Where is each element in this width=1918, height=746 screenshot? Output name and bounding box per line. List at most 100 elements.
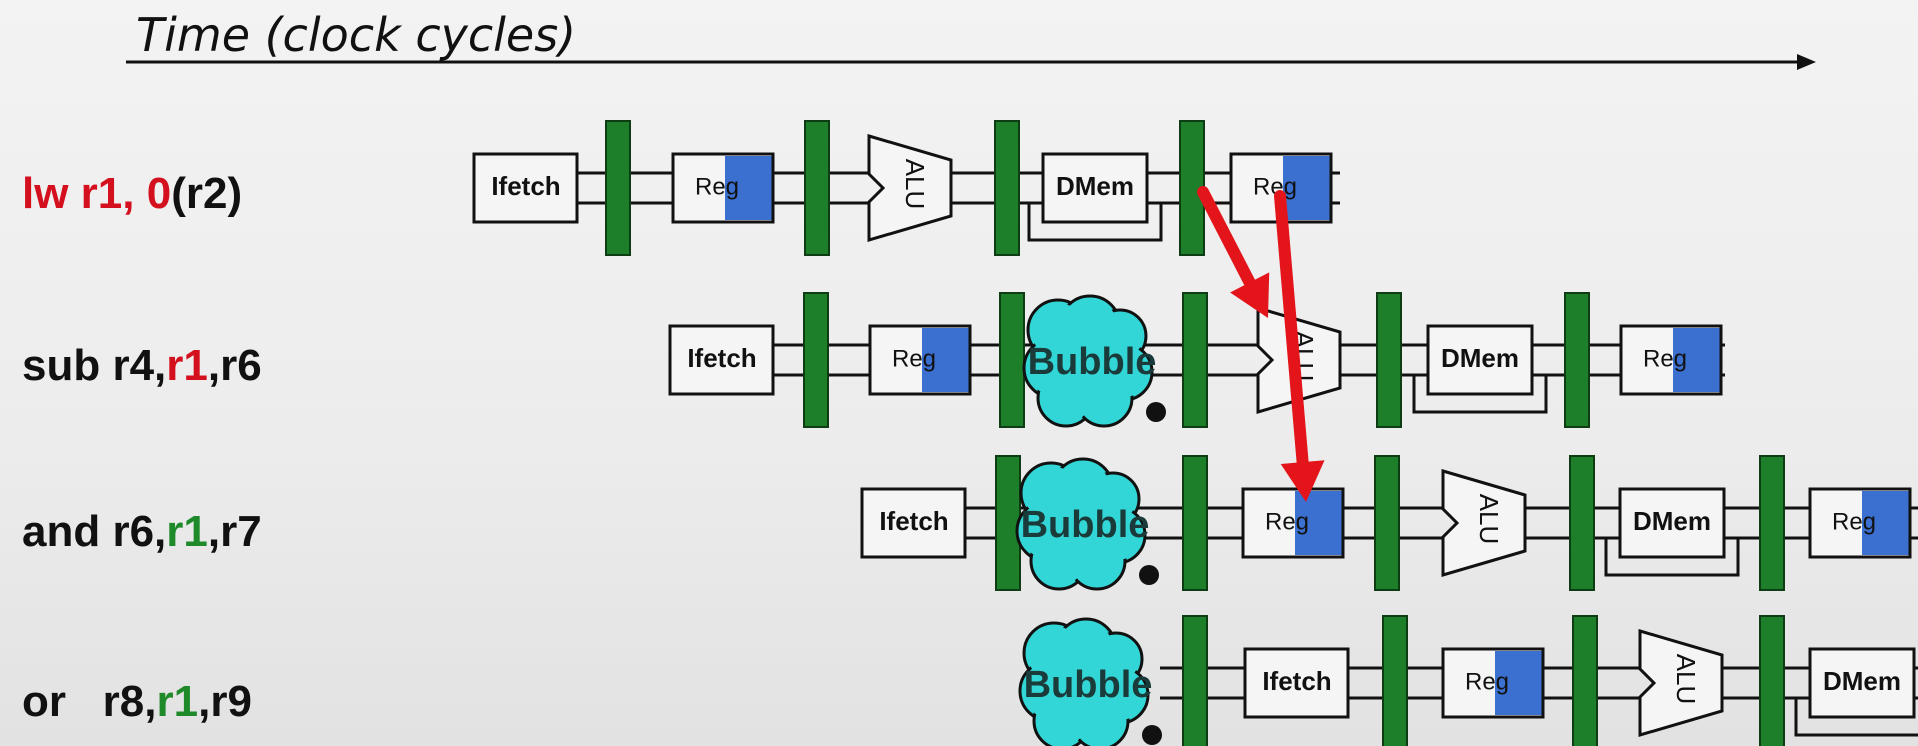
reg-write-half (1283, 156, 1330, 220)
pipeline-latch (1572, 615, 1598, 746)
bubble-fill (1034, 536, 1084, 586)
forward-arrow-to-alu (1197, 186, 1256, 289)
forward-arrow-to-reg-head (1280, 460, 1325, 502)
pipeline-latch (804, 120, 830, 256)
reg-label: Reg (892, 345, 936, 372)
pipeline-latch (1759, 615, 1785, 746)
reg-write-half (1673, 328, 1720, 392)
instruction-segment: ,r7 (207, 507, 262, 556)
dmem-label: DMem (1056, 171, 1134, 201)
instruction-segment: ,r6 (207, 341, 262, 390)
bubble-cloud: Bubble (1015, 457, 1159, 591)
pipeline-latch (1182, 615, 1208, 746)
dmem-box (1041, 152, 1149, 224)
reg-box-border (1241, 487, 1345, 559)
alu-label: ALU (1671, 654, 1701, 705)
dmem-bypass-wire (1027, 203, 1163, 242)
ifetch-box (1243, 647, 1350, 719)
bubble-label: Bubble (1028, 341, 1157, 383)
reg-write-half (922, 328, 969, 392)
pipeline-latch (995, 455, 1021, 591)
ifetch-label: Ifetch (491, 171, 560, 201)
pipeline-latch (1759, 455, 1785, 591)
ifetch-box (472, 152, 579, 224)
alu-label: ALU (900, 159, 930, 210)
reg-label: Reg (1265, 508, 1309, 535)
bubble-cloud: Bubble (1022, 294, 1166, 428)
pipeline-latch (999, 292, 1025, 428)
bubble-dot (1146, 402, 1166, 422)
forward-arrow-to-reg (1274, 190, 1309, 469)
dmem-box (1426, 324, 1534, 396)
pipeline-latch (1564, 292, 1590, 428)
pipeline-latch (803, 292, 829, 428)
bubble-dot (1139, 565, 1159, 585)
reg-write-half (1862, 491, 1909, 555)
bubble-dot (1142, 725, 1162, 745)
dmem-bypass-wire (1604, 538, 1740, 577)
reg-label: Reg (695, 173, 739, 200)
reg-box-border (1441, 647, 1545, 719)
instruction-segment: and r6, (22, 507, 167, 556)
bubble-fill (1041, 373, 1091, 423)
instruction-segment: or r8, (22, 677, 157, 726)
instruction-label-and: and r6,r1,r7 (22, 510, 262, 554)
reg-write-half (1295, 491, 1342, 555)
time-axis-arrowhead (1797, 54, 1816, 70)
pipeline-latch (1182, 455, 1208, 591)
pipeline-latch (1374, 455, 1400, 591)
instruction-segment: (r2) (171, 169, 243, 218)
dmem-label: DMem (1441, 343, 1519, 373)
ifetch-box (668, 324, 775, 396)
alu-shape (1441, 468, 1527, 578)
pipeline-latch (1376, 292, 1402, 428)
bubble-fill (1075, 696, 1125, 746)
instruction-segment: r1 (166, 341, 208, 390)
instruction-segment: r1 (166, 507, 208, 556)
reg-write-half (1495, 651, 1542, 715)
bubble-fill (1072, 536, 1122, 586)
time-axis-title: Time (clock cycles) (136, 8, 577, 62)
pipeline-latch (1382, 615, 1408, 746)
pipeline-latch (1569, 455, 1595, 591)
bubble-label: Bubble (1021, 504, 1150, 546)
reg-label: Reg (1832, 508, 1876, 535)
dmem-bypass-wire (1794, 698, 1918, 737)
reg-box-border (1808, 487, 1912, 559)
reg-label: Reg (1465, 668, 1509, 695)
bubble-cloud: Bubble (1018, 617, 1162, 746)
bubble-fill (1037, 696, 1087, 746)
reg-write-half (725, 156, 772, 220)
dmem-box (1618, 487, 1726, 559)
reg-label: Reg (1643, 345, 1687, 372)
reg-box-border (1619, 324, 1723, 396)
ifetch-label: Ifetch (1262, 666, 1331, 696)
alu-shape (867, 133, 953, 243)
pipeline-latch (1182, 292, 1208, 428)
instruction-label-or: or r8,r1,r9 (22, 680, 252, 724)
dmem-label: DMem (1633, 506, 1711, 536)
bubble-label: Bubble (1024, 664, 1153, 706)
instruction-segment: r1 (156, 677, 199, 726)
ifetch-label: Ifetch (879, 506, 948, 536)
instruction-label-sub: sub r4,r1,r6 (22, 344, 262, 388)
instruction-label-lw: lw r1, 0(r2) (22, 172, 242, 216)
alu-label: ALU (1474, 494, 1504, 545)
dmem-box (1808, 647, 1916, 719)
ifetch-label: Ifetch (687, 343, 756, 373)
instruction-segment: sub r4, (22, 341, 167, 390)
instruction-segment: ,r9 (198, 677, 252, 726)
pipeline-latch (994, 120, 1020, 256)
dmem-label: DMem (1823, 666, 1901, 696)
reg-box-border (868, 324, 972, 396)
instruction-segment: 0 (146, 169, 172, 218)
bubble-fill (1079, 373, 1129, 423)
instruction-segment: lw r1, (22, 169, 147, 218)
forward-arrow-to-alu-head (1230, 272, 1270, 318)
alu-shape (1638, 628, 1724, 738)
pipeline-latch (605, 120, 631, 256)
reg-box-border (671, 152, 775, 224)
